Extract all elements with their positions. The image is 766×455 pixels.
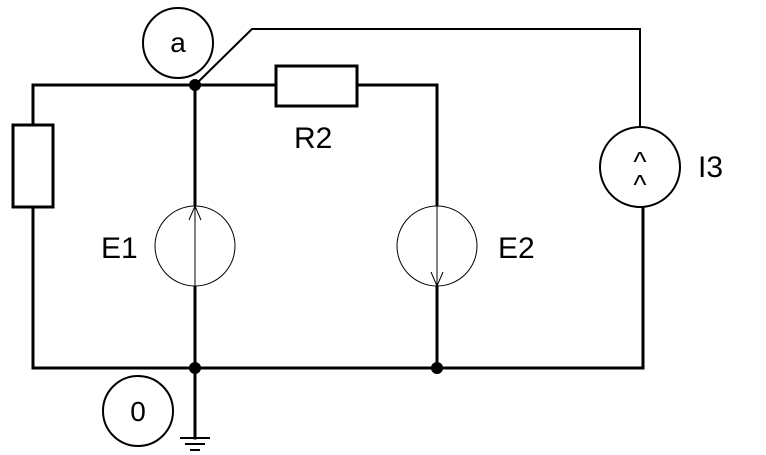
resistor-r2-label: R2 <box>294 122 332 155</box>
current-source-i3-circle <box>599 126 681 208</box>
resistor-r1 <box>11 123 55 209</box>
junctions <box>189 79 443 374</box>
current-source-i3-arrow-upper: ^ <box>633 146 646 177</box>
node-0-label: 0 <box>130 396 146 427</box>
resistor-r2: R2 <box>274 64 359 155</box>
ground-symbol <box>180 437 210 451</box>
junction-a <box>189 79 201 91</box>
current-source-i3: ^ ^ I3 <box>599 126 723 208</box>
resistor-r1-body <box>11 123 55 209</box>
node-a-marker: a <box>142 7 214 79</box>
node-a-label: a <box>170 27 186 58</box>
voltage-source-e2-label: E2 <box>498 232 535 265</box>
current-source-i3-label: I3 <box>698 151 723 184</box>
voltage-source-e1-arrow <box>188 204 202 221</box>
junction-bottom-left <box>189 362 201 374</box>
current-source-i3-arrow-lower: ^ <box>633 169 646 200</box>
junction-bottom-middle <box>431 362 443 374</box>
voltage-source-e1-label: E1 <box>101 232 138 265</box>
node-0-circle <box>102 375 174 447</box>
wire-r2-to-e2 <box>355 83 439 207</box>
voltage-source-e2: E2 <box>396 205 535 288</box>
node-a-circle <box>142 7 214 79</box>
wires <box>31 28 645 440</box>
wire-a-to-i3 <box>194 28 641 128</box>
resistor-r2-body <box>274 64 359 108</box>
voltage-source-e1: E1 <box>101 204 236 287</box>
node-0-marker: 0 <box>102 375 174 447</box>
voltage-source-e2-arrow <box>430 271 444 288</box>
